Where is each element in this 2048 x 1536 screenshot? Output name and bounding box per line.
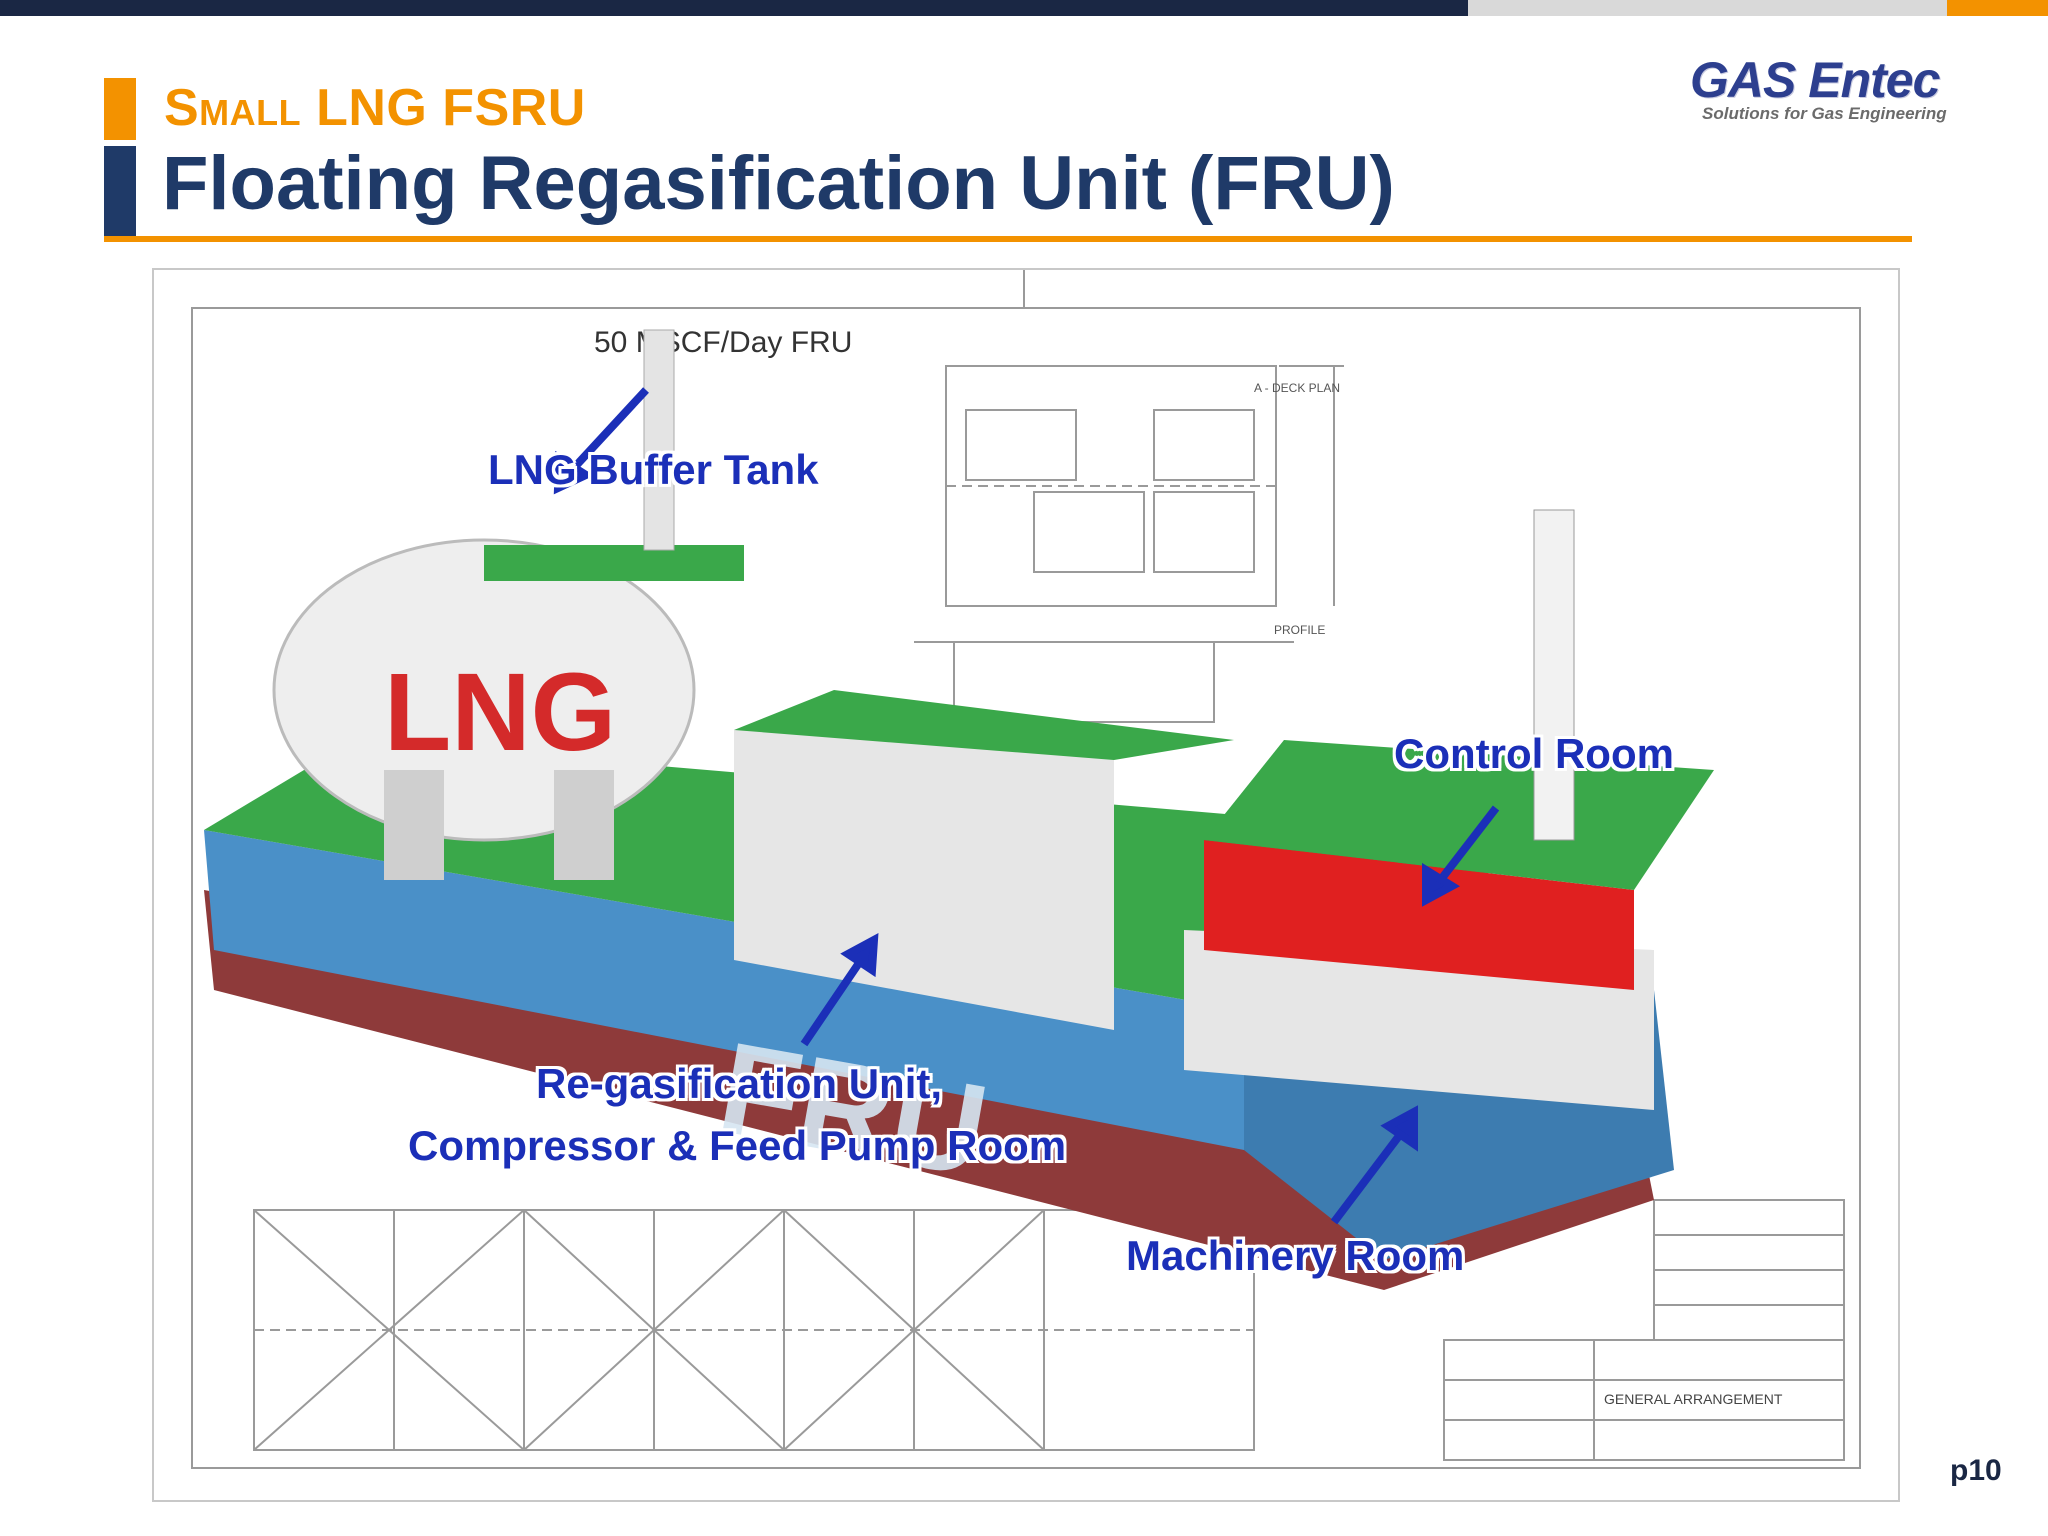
callout-control-room: Control Room [1394, 730, 1674, 777]
diagonal-line [523, 1209, 785, 1451]
arrow-head-icon [840, 933, 879, 978]
sheet-border [191, 307, 1861, 1469]
vent-stack [643, 329, 675, 551]
regas-roof [734, 690, 1234, 760]
callout-regas-line1: Re-gasification Unit, [536, 1060, 943, 1107]
tank-lettering: LNG [384, 651, 616, 774]
title-block-heading: GENERAL ARRANGEMENT [1604, 1391, 1783, 1407]
top-bar-orange [1947, 0, 2048, 16]
fru-illustration: 50 MSCF/Day FRU A - DECK PLAN PROFILE GE… [152, 268, 1900, 1502]
hull-side [204, 830, 1244, 1150]
profile-label: PROFILE [1274, 623, 1325, 637]
deck-plan-room [1153, 491, 1255, 573]
deck-plan-label: A - DECK PLAN [1254, 381, 1340, 395]
callout-arrows [553, 387, 1500, 1225]
deck-plan-room [965, 409, 1077, 481]
logo-wordmark: GAS Entec [1690, 52, 1940, 108]
diagonal-line [253, 1209, 525, 1451]
subtitle-accent-block [104, 78, 136, 140]
slide-title: Floating Regasification Unit (FRU) [162, 141, 1395, 226]
tank-top-platform [484, 545, 744, 581]
arrow-head-icon [1380, 1105, 1418, 1152]
arrow-control-room [1435, 805, 1500, 885]
page-number: p10 [1950, 1454, 2002, 1487]
arrow-buffer-tank [569, 387, 649, 473]
deck-plan-room [1153, 409, 1255, 481]
callout-regas-line2: Compressor & Feed Pump Room [408, 1122, 1067, 1169]
arrow-machinery [1330, 1129, 1406, 1225]
diagonal-line [783, 1209, 1045, 1451]
logo-tagline: Solutions for Gas Engineering [1702, 104, 1947, 123]
lng-buffer-tank: LNG [272, 538, 696, 880]
callout-machinery-room: Machinery Room [1126, 1232, 1465, 1279]
radar-mast [1533, 509, 1575, 841]
general-arrangement-sheet [191, 270, 1861, 1469]
arrow-head-icon [1422, 862, 1461, 907]
callout-lng-buffer-tank: LNG Buffer Tank [488, 446, 819, 493]
company-logo: GAS Entec Solutions for Gas Engineering [1690, 52, 1990, 132]
slide-subtitle: Small LNG FSRU [164, 79, 586, 137]
drawing-title: 50 MSCF/Day FRU [594, 326, 852, 359]
title-underline [104, 236, 1912, 242]
title-accent-block [104, 146, 136, 238]
control-room-roof [1204, 740, 1714, 890]
arrow-regas [800, 957, 865, 1047]
arrow-head-icon [553, 450, 595, 495]
top-bar-dark [0, 0, 1468, 16]
title-block [1443, 1339, 1845, 1461]
top-bar-gray [1468, 0, 1947, 16]
fru-drawing-svg: 50 MSCF/Day FRU A - DECK PLAN PROFILE GE… [191, 270, 1861, 1469]
regas-building [734, 710, 1114, 1030]
deck-plan-room [1033, 491, 1145, 573]
fru-vessel: LNG FRU [204, 329, 1714, 1290]
